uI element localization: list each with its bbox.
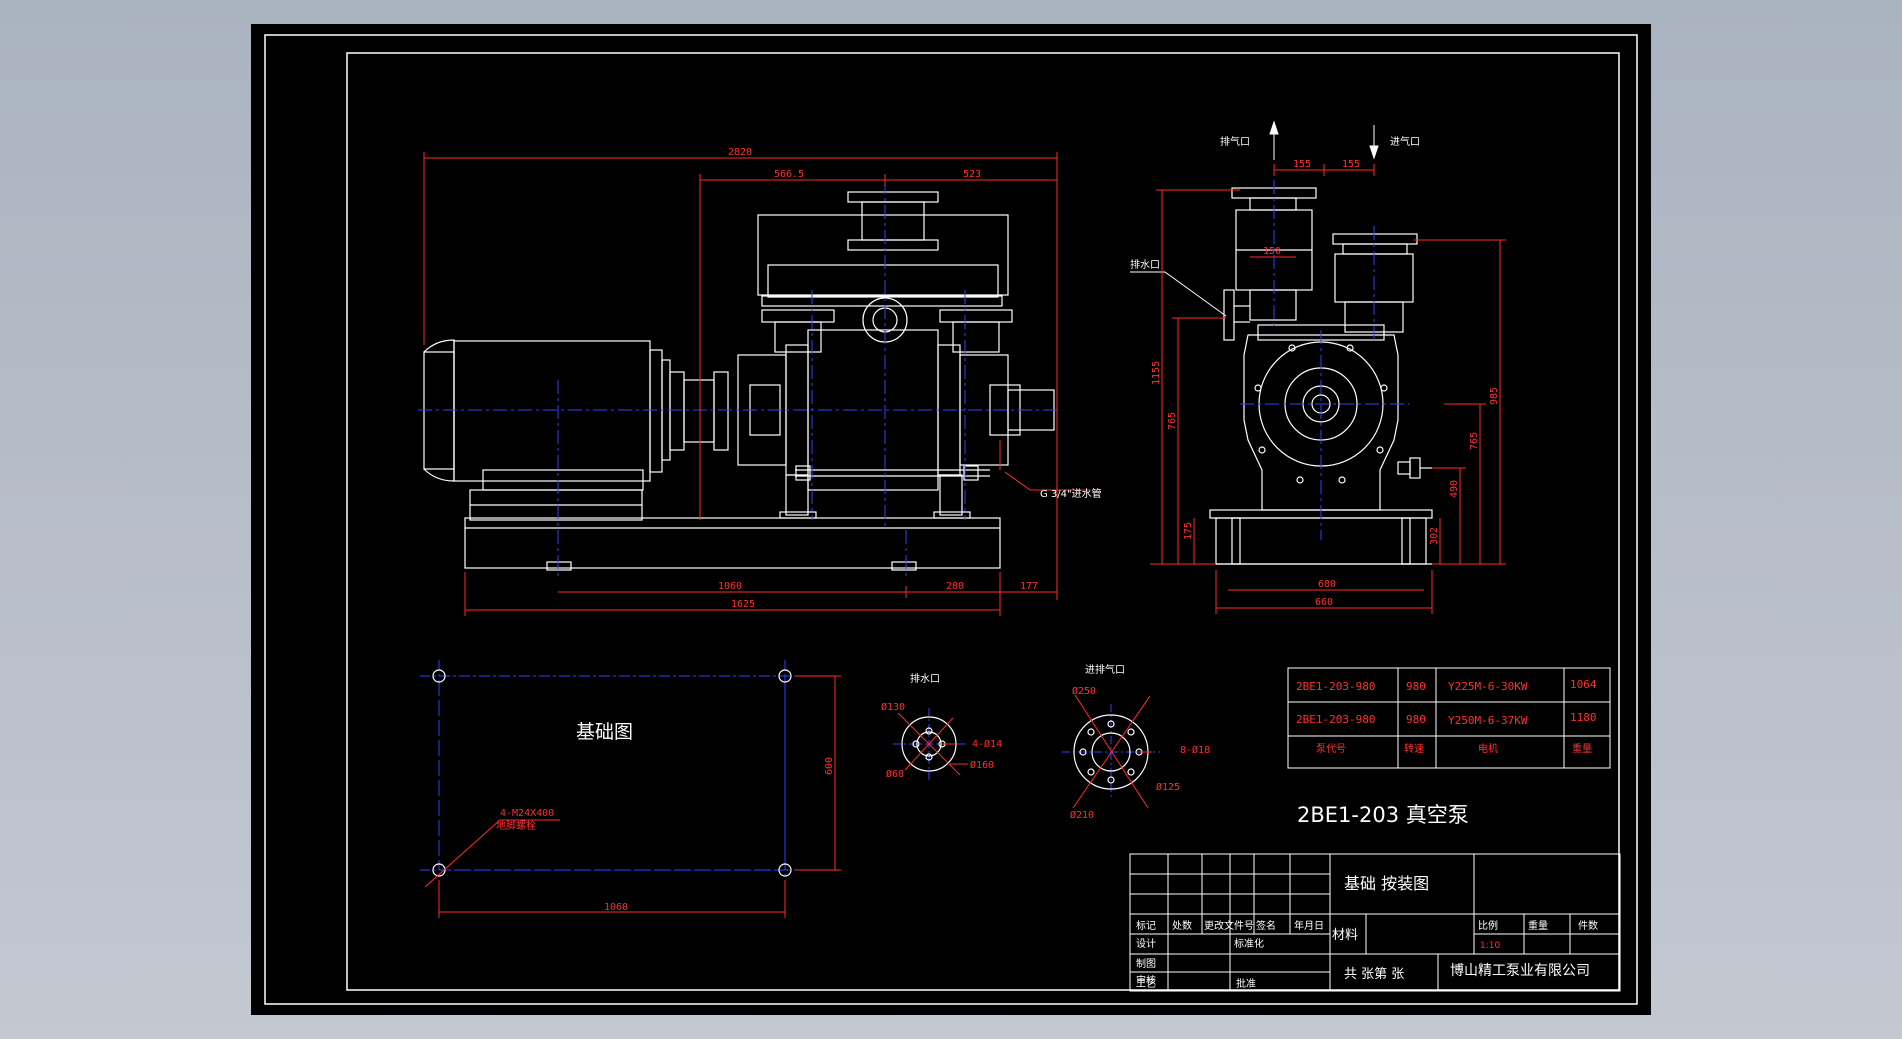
drain-label: 排水口 (1130, 258, 1160, 271)
tb-scale-value: 1:10 (1480, 941, 1500, 951)
dim-680: 680 (1318, 579, 1336, 590)
dim-566-5: 566.5 (774, 169, 804, 180)
foundation-title: 基础图 (576, 721, 633, 743)
side-view-centerlines (1240, 180, 1410, 540)
exhaust-label: 排气口 (1220, 135, 1250, 148)
drawing-sheet (251, 24, 1651, 1015)
tb-qty-label: 件数 (1578, 919, 1598, 932)
dim-1155: 1155 (1151, 361, 1162, 385)
spec-h-weight: 重量 (1572, 742, 1592, 755)
spec-r1-weight: 1064 (1570, 678, 1597, 691)
tb-weight-label: 重量 (1528, 919, 1548, 932)
tb-mark: 标记 (1136, 920, 1156, 932)
dim-155-left: 155 (1293, 159, 1311, 170)
spec-r1-speed: 980 (1406, 680, 1426, 693)
drain-flange (893, 708, 968, 780)
spec-r2-motor: Y250M-6-37KW (1448, 714, 1528, 727)
dim-660: 660 (1315, 597, 1333, 608)
side-view-labels: 排气口 进气口 排水口 (1130, 135, 1420, 271)
tb-sign: 签名 (1256, 919, 1276, 932)
tb-std: 标准化 (1234, 937, 1264, 950)
tb-material: 材料 (1332, 928, 1358, 943)
dim-175: 175 (1183, 522, 1194, 540)
model-title: 2BE1-203 真空泵 (1297, 803, 1469, 827)
front-view-dimensions (423, 152, 1090, 616)
spec-table (1287, 667, 1611, 769)
spec-h-motor: 电机 (1478, 742, 1498, 755)
inout-d210: Ø210 (1070, 809, 1094, 821)
spec-r1-motor: Y225M-6-30KW (1448, 680, 1528, 693)
dim-523: 523 (963, 169, 981, 180)
tb-count: 处数 (1172, 919, 1192, 932)
tb-change: 更改文件号 (1204, 919, 1254, 932)
drain-leader (1130, 271, 1227, 317)
tb-sheets: 共 张第 张 (1344, 967, 1404, 982)
drain-d160: Ø160 (970, 759, 994, 771)
dim-490: 490 (1449, 480, 1460, 498)
title-block-text: 基础 按装图 标记 处数 更改文件号 签名 年月日 设计 制图 审核 工艺 标准… (1136, 874, 1598, 990)
tb-scale-label: 比例 (1478, 919, 1498, 932)
side-view-dim-text: 155 155 150 1155 765 175 985 765 490 302… (1151, 159, 1500, 608)
front-view (423, 191, 1055, 571)
dim-foundation-1060: 1060 (604, 902, 628, 913)
drain-holes: 4-Ø14 (972, 738, 1002, 750)
tb-date: 年月日 (1294, 919, 1324, 932)
spec-r2-speed: 980 (1406, 713, 1426, 726)
dim-765-left: 765 (1167, 412, 1178, 430)
dim-155-right: 155 (1342, 159, 1360, 170)
inout-d125: Ø125 (1156, 781, 1180, 793)
front-view-centerlines (418, 180, 1060, 580)
spec-table-text: 2BE1-203-980 980 Y225M-6-30KW 1064 2BE1-… (1296, 678, 1597, 755)
title-block (1129, 853, 1621, 992)
spec-r2-code: 2BE1-203-980 (1296, 713, 1375, 726)
spec-r1-code: 2BE1-203-980 (1296, 680, 1375, 693)
drain-d68: Ø68 (886, 768, 904, 780)
drain-d130: Ø130 (881, 701, 905, 713)
dim-302: 302 (1429, 527, 1440, 545)
tb-draw: 制图 (1136, 957, 1156, 970)
tb-process: 工艺 (1136, 978, 1156, 990)
dim-765-right: 765 (1469, 432, 1480, 450)
dim-1060: 1060 (718, 581, 742, 592)
intake-label: 进气口 (1390, 135, 1420, 148)
bolt-label: 4-M24X400 (500, 808, 554, 819)
tb-approve: 批准 (1236, 977, 1256, 990)
inout-holes: 8-Ø18 (1180, 744, 1210, 756)
dim-2820: 2820 (728, 147, 752, 158)
dim-1625: 1625 (731, 599, 755, 610)
tb-design: 设计 (1136, 937, 1156, 950)
water-pipe-label: G 3/4"进水管 (1040, 487, 1102, 500)
spec-h-code: 泵代号 (1316, 743, 1346, 755)
drawing-name: 基础 按装图 (1344, 874, 1429, 893)
side-view-dimensions (1150, 164, 1506, 614)
bolt-sublabel: 地脚螺栓 (496, 819, 536, 832)
spec-h-speed: 转速 (1404, 742, 1424, 755)
spec-r2-weight: 1180 (1570, 711, 1597, 724)
dim-177: 177 (1020, 581, 1038, 592)
dim-foundation-600: 600 (824, 757, 835, 775)
inner-border (346, 52, 1620, 991)
dim-985: 985 (1489, 387, 1500, 405)
drain-flange-title: 排水口 (910, 672, 940, 685)
inout-flange-title: 进排气口 (1085, 663, 1125, 676)
front-view-dim-text: 2820 566.5 523 1060 280 177 1625 (718, 147, 1038, 610)
inout-d250: Ø250 (1072, 685, 1096, 697)
inout-flange (1062, 694, 1160, 809)
flow-arrows (1269, 120, 1379, 160)
tb-review: 审核 (1136, 974, 1156, 987)
foundation-plan (420, 660, 841, 918)
outer-border (264, 34, 1638, 1005)
dim-150: 150 (1263, 246, 1281, 257)
tb-company: 博山精工泵业有限公司 (1450, 962, 1590, 979)
dim-280: 280 (946, 581, 964, 592)
